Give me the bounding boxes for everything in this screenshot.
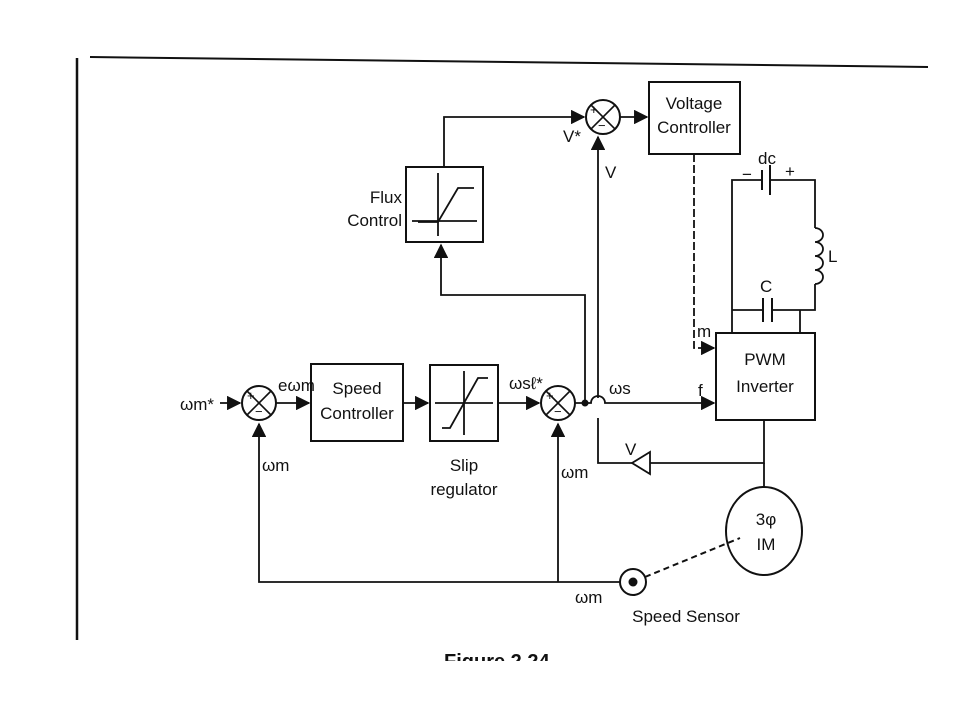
voltage-controller-block: Voltage Controller [648,81,741,155]
label-omega-m-3: ωm [575,588,602,607]
sum1-plus: + [247,388,255,403]
speed-sensor-label: Speed Sensor [632,607,740,626]
label-v-feedback: V [605,163,617,182]
pwm-inverter-label-2: Inverter [736,377,794,396]
voltage-sensor-amp [630,450,651,476]
motor-label-1: 3φ [756,510,776,529]
motor-label-2: IM [757,535,776,554]
speed-controller-label-2: Controller [320,404,394,423]
flux-control-block: Flux Control [347,166,484,243]
sum3-minus: − [598,118,606,133]
summing-junction-speed: + − [241,385,277,421]
wire-v-sense [650,420,765,464]
slip-regulator-label-2: regulator [430,480,497,499]
pwm-inverter-block: PWM Inverter [715,332,816,421]
slip-regulator-block: Slip regulator [429,364,499,499]
label-inductor: L [828,247,837,266]
wire-omega-s [575,395,716,411]
label-m: m [697,322,711,341]
label-dc: dc [758,149,776,168]
speed-controller-block: Speed Controller [310,363,404,442]
label-v-ref: V* [563,127,581,146]
label-v-sense: V [625,440,637,459]
label-omega-m-2: ωm [561,463,588,482]
sum2-minus: − [554,404,562,419]
induction-motor: 3φ IM [725,486,803,576]
label-omega-s: ωs [609,379,631,398]
sum1-minus: − [255,404,263,419]
sum3-plus: + [590,102,598,117]
summing-junction-slip: + − [540,385,576,421]
dc-link [731,165,824,333]
wire-v-ref [443,109,586,167]
page-top-rule [89,56,929,68]
caption-crop-mask [430,661,590,681]
speed-sensor: Speed Sensor [619,537,741,626]
label-dc-minus: − [742,165,752,184]
wire-speed-feedback-1 [251,422,620,583]
voltage-controller-label-1: Voltage [666,94,723,113]
summing-junction-voltage: + − [585,99,621,135]
flux-control-label-2: Control [347,211,402,230]
speed-controller-label-1: Speed [332,379,381,398]
label-error: eωm [278,376,315,395]
label-capacitor: C [760,277,772,296]
label-omega-m-ref: ωm* [180,395,214,414]
label-slip-ref: ωsℓ* [509,374,543,393]
pwm-inverter-label-1: PWM [744,350,786,369]
voltage-controller-label-2: Controller [657,118,731,137]
sum2-plus: + [546,388,554,403]
wire-to-flux [433,243,586,403]
slip-regulator-label-1: Slip [450,456,478,475]
wire-v-sense-2 [597,418,632,464]
label-omega-m-1: ωm [262,456,289,475]
label-f: f [698,381,703,400]
label-dc-plus: + [785,162,795,181]
flux-control-label-1: Flux [370,188,403,207]
wire-modulation [693,154,716,356]
